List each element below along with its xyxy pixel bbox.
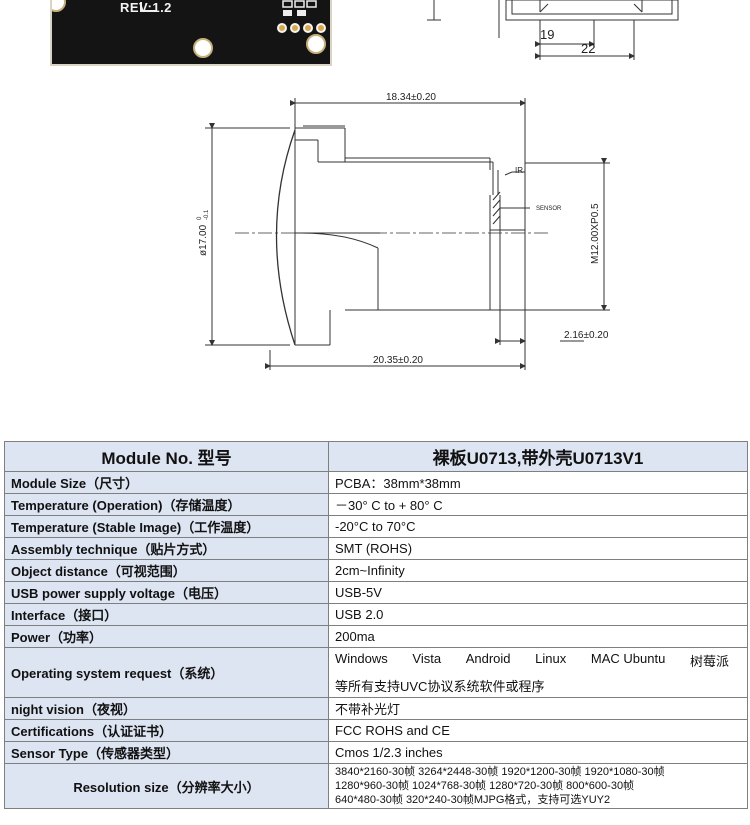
spec-header-left: Module No. 型号 [4,441,329,472]
spec-row: Temperature (Stable Image)（工作温度） -20°C t… [4,515,748,538]
spec-row: Temperature (Operation)（存储温度） －30° C to … [4,493,748,516]
spec-value: Cmos 1/2.3 inches [328,741,748,764]
spec-row-resolution: Resolution size（分辨率大小） 3840*2160-30帧 326… [4,763,748,809]
spec-row: Assembly technique（贴片方式） SMT (ROHS) [4,537,748,560]
spec-label: Operating system request（系统） [4,647,329,698]
spec-label: Module Size（尺寸） [4,471,329,494]
spec-header-right: 裸板U0713,带外壳U0713V1 [328,441,748,472]
spec-label: Sensor Type（传感器类型） [4,741,329,764]
spec-label: Certifications（认证证书） [4,719,329,742]
spec-label: Power（功率） [4,625,329,648]
spec-row: Sensor Type（传感器类型） Cmos 1/2.3 inches [4,741,748,764]
os-line-2: 等所有支持UVC协议系统软件或程序 [335,678,545,694]
spec-value: USB-5V [328,581,748,604]
os-word: Vista [412,650,442,666]
spec-label: USB power supply voltage（电压） [4,581,329,604]
os-word: Windows [335,650,388,666]
spec-row: night vision（夜视） 不带补光灯 [4,697,748,720]
os-word: MAC Ubuntu [590,650,666,666]
pad-icon [316,23,326,33]
spec-value: 不带补光灯 [328,697,748,720]
spec-row-os: Operating system request（系统） Windows Vis… [4,647,748,698]
pad-icon [290,23,300,33]
board-photo: REV:1.2 [50,0,332,66]
board-component-cluster [279,0,325,18]
dim-thread-label: M12.00XP0.5 [590,203,601,264]
pad-icon [277,23,287,33]
spec-value: 200ma [328,625,748,648]
spec-row: Module Size（尺寸） PCBA：38mm*38mm [4,471,748,494]
spec-label: Temperature (Stable Image)（工作温度） [4,515,329,538]
connector-pads [277,23,326,33]
dim-22-label: 22 [581,41,595,56]
mounting-hole-right [306,34,326,54]
dim-back-label: 2.16±0.20 [564,330,609,341]
os-word: Linux [535,650,567,666]
mounting-hole-bottom [193,38,213,58]
spec-label: Assembly technique（贴片方式） [4,537,329,560]
spec-label: Interface（接口） [4,603,329,626]
spec-value: 2cm~Infinity [328,559,748,582]
lens-drawing [205,98,610,370]
spec-value: USB 2.0 [328,603,748,626]
dim-top-label: 18.34±0.20 [386,92,436,103]
top-view-drawing [427,0,679,60]
mounting-hole-left [52,0,66,12]
spec-label: night vision（夜视） [4,697,329,720]
spec-row: Power（功率） 200ma [4,625,748,648]
spec-row: Interface（接口） USB 2.0 [4,603,748,626]
board-silkscreen-mark [140,2,156,12]
technical-drawing: 19 22 18.34±0.20 ø17.00 0 -0.1 M12.00XP0… [197,0,679,370]
dim-bottom-label: 20.35±0.20 [373,355,423,366]
spec-label: Resolution size（分辨率大小） [4,763,329,809]
resolution-line: 3840*2160-30帧 3264*2448-30帧 1920*1200-30… [335,766,665,778]
spec-value: FCC ROHS and CE [328,719,748,742]
spec-row: Certifications（认证证书） FCC ROHS and CE [4,719,748,742]
pad-icon [303,23,313,33]
spec-table: Module No. 型号 裸板U0713,带外壳U0713V1 Module … [4,441,748,809]
spec-value: -20°C to 70°C [328,515,748,538]
os-word: 树莓派 [689,653,729,669]
spec-row: Object distance（可视范围） 2cm~Infinity [4,559,748,582]
resolution-line: 1280*960-30帧 1024*768-30帧 1280*720-30帧 8… [335,780,635,792]
dim-diameter-sup: 0 [197,216,203,220]
spec-label: Object distance（可视范围） [4,559,329,582]
board-revision-label: REV:1.2 [120,0,172,15]
spec-value-os: Windows Vista Android Linux MAC Ubuntu 树… [328,647,748,698]
dim-diameter-label: ø17.00 [198,224,209,256]
dim-diameter-sub: -0.1 [204,209,210,220]
ir-label: IR [515,166,523,175]
dim-19-label: 19 [540,27,554,42]
sensor-label: SENSOR [536,206,562,212]
spec-value: SMT (ROHS) [328,537,748,560]
resolution-line: 640*480-30帧 320*240-30帧MJPG格式，支持可选YUY2 [335,794,611,806]
spec-value: －30° C to + 80° C [328,493,748,516]
spec-row: USB power supply voltage（电压） USB-5V [4,581,748,604]
os-word: Android [465,650,511,666]
spec-value-resolution: 3840*2160-30帧 3264*2448-30帧 1920*1200-30… [328,763,748,809]
spec-value: PCBA：38mm*38mm [328,471,748,494]
spec-label: Temperature (Operation)（存储温度） [4,493,329,516]
